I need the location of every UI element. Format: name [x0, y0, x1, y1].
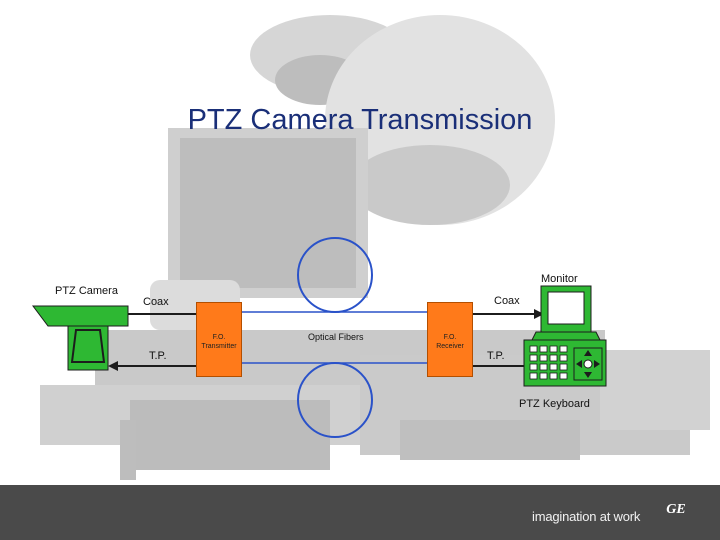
- fo-transmitter-box: F.O. Transmitter: [196, 302, 242, 377]
- optical-fibers-label: Optical Fibers: [308, 332, 364, 342]
- fo-receiver-box: F.O. Receiver: [427, 302, 473, 377]
- ptz-keyboard-icon: [523, 339, 607, 387]
- ptz-keyboard-label: PTZ Keyboard: [519, 398, 590, 410]
- fiber-loop-bottom: [297, 362, 373, 438]
- footer-bar: [0, 485, 720, 540]
- receiver-label-line1: F.O.: [443, 334, 457, 341]
- footer-tagline: imagination at work: [532, 509, 641, 524]
- receiver-label-line2: Receiver: [436, 343, 464, 350]
- tp-right-label: T.P.: [487, 350, 505, 362]
- ge-logo-text: GE: [666, 502, 686, 517]
- fiber-loop-top: [297, 237, 373, 313]
- monitor-icon: [531, 285, 601, 341]
- coax-left-label: Coax: [143, 296, 169, 308]
- ptz-camera-label: PTZ Camera: [55, 285, 118, 297]
- coax-right-label: Coax: [494, 295, 520, 307]
- coax-right-arrowhead: [534, 309, 544, 319]
- slide-title: PTZ Camera Transmission: [187, 104, 533, 136]
- transmitter-label-line1: F.O.: [212, 334, 226, 341]
- monitor-label: Monitor: [541, 273, 578, 285]
- tp-left-label: T.P.: [149, 350, 167, 362]
- ptz-camera-icon: [32, 305, 129, 371]
- transmitter-label-line2: Transmitter: [201, 343, 237, 350]
- tp-left-arrowhead: [108, 361, 118, 371]
